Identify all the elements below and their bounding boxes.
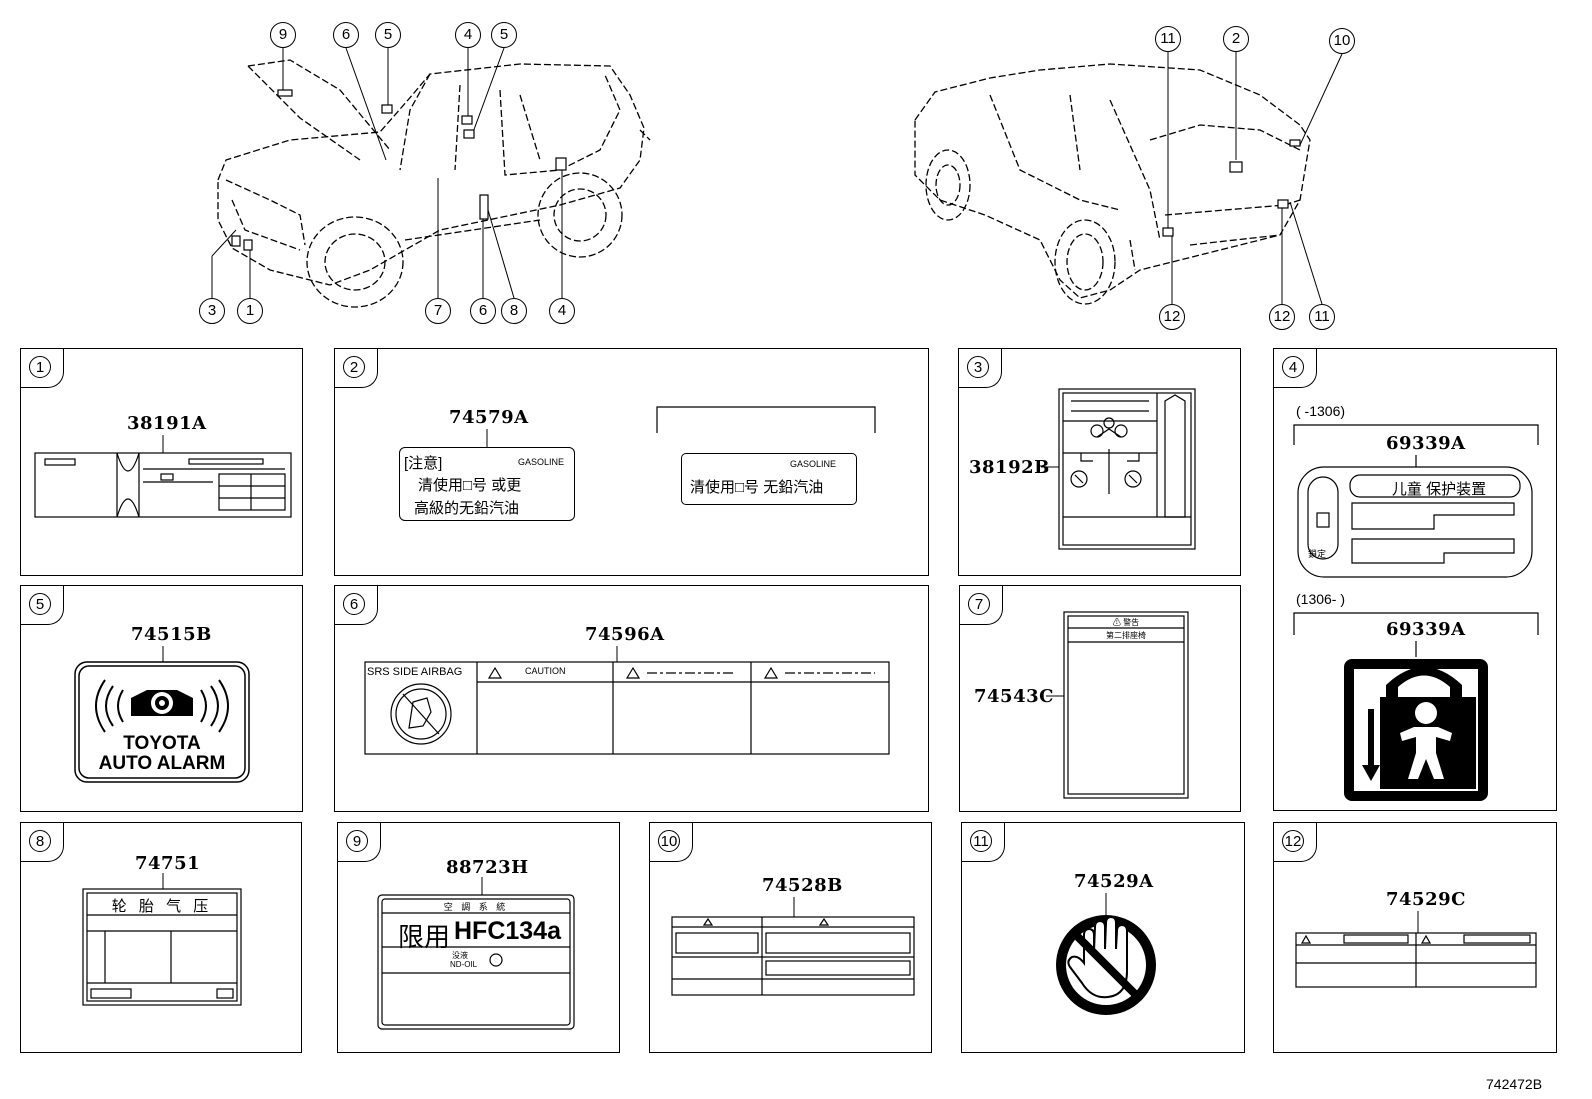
callout-9: 9 <box>270 22 296 48</box>
panel-number: 11 <box>970 830 992 852</box>
panel-number: 1 <box>29 356 51 378</box>
label-illustration <box>1295 911 1537 988</box>
child-lock-title: 儿童 保护装置 <box>1391 481 1487 498</box>
panel-number: 2 <box>343 356 365 378</box>
label-illustration <box>671 897 915 996</box>
no-hand-icon <box>1056 893 1156 1015</box>
panel-number: 10 <box>658 830 680 852</box>
panel-number: 9 <box>346 830 368 852</box>
panel-number: 3 <box>967 356 989 378</box>
alarm-text-2: AUTO ALARM <box>98 753 226 774</box>
panel-5: 5 74515B TOYOTA AUTO ALARM <box>20 585 303 812</box>
label-illustration <box>34 435 292 518</box>
panel-10: 10 74528B <box>649 822 932 1053</box>
panel-number: 12 <box>1282 830 1304 852</box>
vehicle-illustrations <box>211 47 1343 308</box>
callout-3: 3 <box>199 298 225 324</box>
panel-4: 4 ( -1306) 69339A (1306- ) 69339A <box>1273 348 1557 811</box>
refrigerant-prefix: 限用 <box>398 922 451 952</box>
serial-range-a: ( -1306) <box>1296 403 1346 419</box>
alarm-text-1: TOYOTA <box>123 733 201 754</box>
callout-2: 2 <box>1223 26 1249 52</box>
part-code: 74596A <box>585 624 665 645</box>
airbag-label-illustration <box>364 646 890 755</box>
callout-8: 8 <box>501 298 527 324</box>
label-illustration <box>1041 388 1196 550</box>
tire-pressure-title: 轮 胎 气 压 <box>111 898 213 915</box>
gasoline-label-b: GASOLINE 清使用□号 无鉛汽油 <box>681 453 857 505</box>
panel-6: 6 74596A SRS SIDE AIRBAG CAUTIO <box>334 585 929 812</box>
callout-6: 6 <box>333 22 359 48</box>
panel-7: 7 74543C ⚠ 警告 第二排座椅 <box>959 585 1241 812</box>
part-code: 38192B <box>969 457 1050 478</box>
alarm-label-illustration <box>74 646 250 783</box>
airbag-title: SRS SIDE AIRBAG <box>367 666 463 678</box>
gasoline-label-a: [注意] GASOLINE 清使用□号 或更 高級的无鉛汽油 <box>399 447 575 521</box>
callout-5: 5 <box>491 22 517 48</box>
part-code: 74543C <box>974 686 1054 707</box>
callout-11: 11 <box>1155 26 1181 52</box>
part-code: 74579A <box>449 407 529 428</box>
label-illustration <box>1046 611 1189 799</box>
callout-7: 7 <box>425 298 451 324</box>
panel-3: 3 38192B <box>958 348 1241 576</box>
label-illustration <box>1293 424 1539 801</box>
callout-5: 5 <box>375 22 401 48</box>
part-code: 88723H <box>446 857 529 878</box>
callout-12: 12 <box>1269 304 1295 330</box>
caution-text: CAUTION <box>525 666 566 676</box>
callout-12: 12 <box>1159 304 1185 330</box>
panel-number: 8 <box>29 830 51 852</box>
part-code: 74751 <box>135 853 201 874</box>
panel-8: 8 74751 轮 胎 气 压 <box>20 822 302 1053</box>
refrigerant-type: HFC134a <box>454 917 561 945</box>
callout-4: 4 <box>549 298 575 324</box>
callout-1: 1 <box>237 298 263 324</box>
panel-number: 6 <box>343 593 365 615</box>
diagram-id: 742472B <box>1486 1076 1543 1092</box>
callout-6: 6 <box>470 298 496 324</box>
panel-number: 4 <box>1282 356 1304 378</box>
part-code: 74529A <box>1074 871 1154 892</box>
panel-number: 7 <box>968 593 990 615</box>
oil-type: ND-OIL <box>450 960 478 969</box>
ac-label-illustration <box>377 877 575 1030</box>
panel-number: 5 <box>29 593 51 615</box>
serial-range-b: (1306- ) <box>1296 591 1346 607</box>
part-code-b: 69339A <box>1386 619 1466 640</box>
part-code: 74528B <box>762 875 843 896</box>
part-code: 74515B <box>131 624 212 645</box>
callout-11: 11 <box>1309 304 1335 330</box>
panel-1: 1 38191A <box>20 348 303 576</box>
part-code: 38191A <box>127 413 207 434</box>
tire-pressure-label <box>82 873 242 1006</box>
callout-10: 10 <box>1329 28 1355 54</box>
part-code-a: 69339A <box>1386 433 1466 454</box>
panel-12: 12 74529C <box>1273 822 1557 1053</box>
part-code: 74529C <box>1386 889 1466 910</box>
panel-2: 2 74579A [注意] GASOLINE 清使用□号 或更 高級的无鉛汽油 … <box>334 348 929 576</box>
callout-4: 4 <box>455 22 481 48</box>
panel-11: 11 74529A <box>961 822 1245 1053</box>
panel-9: 9 88723H 空 調 系 統 限用 HFC134a 没液 ND-OIL <box>337 822 620 1053</box>
